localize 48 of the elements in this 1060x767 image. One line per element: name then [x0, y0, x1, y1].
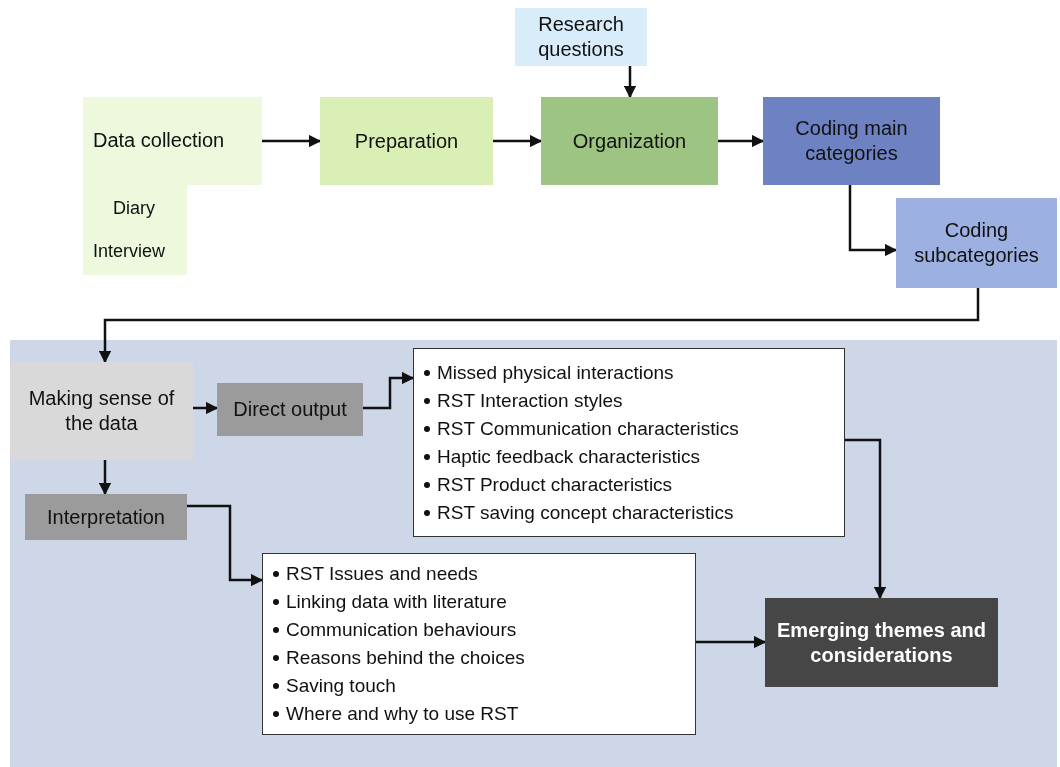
arrow	[623, 66, 637, 99]
arrow	[493, 134, 543, 148]
list-item: Where and why to use RST	[286, 702, 519, 726]
list-item: Interview	[93, 241, 166, 262]
list-item: RST Issues and needs	[286, 562, 478, 586]
list-item: Communication behaviours	[286, 618, 517, 642]
list-item: RST Interaction styles	[437, 388, 623, 413]
process-box	[765, 598, 998, 687]
list-box	[413, 348, 845, 537]
arrow	[718, 134, 765, 148]
arrow	[187, 504, 264, 587]
box-label: Organization	[572, 128, 687, 154]
process-box	[896, 198, 1057, 288]
box-label: Coding subcategories	[913, 218, 1040, 268]
process-box	[515, 8, 647, 66]
box-label: Making sense of the data	[27, 386, 176, 436]
arrow	[193, 401, 219, 415]
panel-background	[10, 340, 1057, 767]
list-item: Missed physical interactions	[437, 360, 674, 385]
process-box	[763, 97, 940, 185]
list-item: Linking data with literature	[286, 590, 507, 614]
list-box	[262, 553, 696, 735]
box-label: Emerging themes and considerations	[776, 617, 987, 668]
list-item: Saving touch	[286, 674, 396, 698]
process-box	[25, 494, 187, 540]
list-item: RST Product characteristics	[437, 472, 673, 497]
list-item: Haptic feedback characteristics	[437, 444, 700, 469]
process-box	[10, 362, 193, 460]
box-label: Direct output	[233, 397, 347, 422]
list-item: Diary	[113, 198, 155, 219]
arrow	[98, 288, 980, 364]
arrow	[696, 635, 767, 649]
box-label: Research questions	[537, 12, 625, 62]
box-label: Coding main categories	[794, 116, 909, 166]
process-box	[217, 383, 363, 436]
list-item: Reasons behind the choices	[286, 646, 525, 670]
arrow	[845, 438, 887, 600]
box-label: Interpretation	[47, 504, 165, 530]
arrow	[262, 134, 322, 148]
list-item: RST saving concept characteristics	[437, 500, 734, 525]
arrow	[363, 371, 415, 410]
list-item: RST Communication characteristics	[437, 416, 739, 441]
box-label: Preparation	[354, 128, 459, 154]
process-box	[320, 97, 493, 185]
process-box	[541, 97, 718, 185]
box-title: Data collection	[93, 129, 225, 152]
arrow	[848, 185, 898, 257]
arrow	[98, 460, 112, 496]
